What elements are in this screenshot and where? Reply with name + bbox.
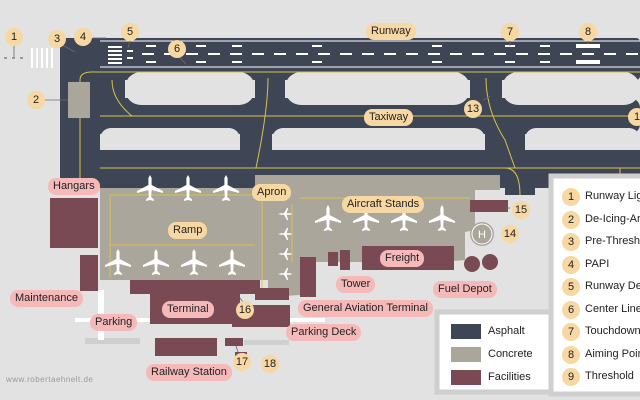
fuel-tank (464, 256, 480, 272)
grass-islands (100, 72, 640, 150)
approach-lights (4, 48, 53, 68)
parking-label: Parking (90, 314, 138, 331)
legend-number-badge: 9 (562, 368, 580, 386)
runway-edge-lines (100, 40, 640, 68)
kiosk-building (225, 338, 243, 346)
de-icing-area (68, 82, 90, 118)
legend-number-text: Runway Des (585, 280, 640, 292)
legend-number-badge: 5 (562, 278, 580, 296)
marker-15: 15 (512, 201, 530, 219)
legend-number-text: Runway Lig (585, 190, 640, 202)
ramp-label: Ramp (168, 222, 208, 239)
maintenance-label: Maintenance (10, 290, 83, 307)
marker-1: 1 (5, 28, 23, 46)
marker-16: 16 (236, 301, 254, 319)
small-facility-building (470, 200, 508, 212)
marker-4: 4 (74, 28, 92, 46)
legend-number-text: Touchdown (585, 325, 640, 337)
concrete-swatch (451, 347, 481, 362)
tower-building (328, 252, 338, 266)
legend-number-badge: 6 (562, 300, 580, 319)
marker-7: 7 (501, 23, 519, 41)
freight-label: Freight (380, 250, 425, 267)
credit-text: www.robertaehnelt.de (6, 375, 94, 384)
marker-edge-1: 1 (628, 108, 640, 126)
tower-building (340, 250, 350, 270)
fuel-tank (482, 254, 498, 270)
asphalt-swatch (451, 324, 481, 339)
hangar-building (50, 198, 98, 248)
marker-14: 14 (501, 225, 519, 243)
legend-number-text: Threshold (585, 370, 634, 382)
general-aviation-terminal-label: General Aviation Terminal (298, 300, 433, 317)
parking-deck-label: Parking Deck (286, 324, 362, 341)
legend-number-badge: 3 (562, 233, 580, 251)
general-aviation-terminal-building (300, 257, 316, 297)
marker-18: 18 (261, 355, 279, 373)
legend-number-badge: 1 (562, 188, 580, 206)
marker-8: 8 (579, 23, 597, 41)
marker-6: 6 (168, 40, 186, 58)
marker-13: 13 (464, 100, 482, 118)
hangars-label: Hangars (48, 178, 100, 195)
helipad-letter: H (478, 229, 486, 241)
terminal-label: Terminal (162, 301, 214, 318)
railway-station-building (155, 338, 217, 356)
apron-label: Apron (252, 184, 292, 201)
legend-number-badge: 8 (562, 345, 580, 364)
marker-17: 17 (233, 353, 251, 371)
legend-number-badge: 4 (562, 255, 580, 274)
taxiway-network (60, 38, 640, 200)
aircraft-stands-label: Aircraft Stands (342, 196, 425, 213)
maintenance-building (80, 255, 98, 291)
parking-lots (85, 338, 289, 345)
gate-building (255, 288, 289, 300)
tower-label: Tower (336, 276, 376, 293)
legend-number-text: De-Icing-Are (585, 212, 640, 225)
facilities-swatch (451, 370, 481, 385)
legend-number-badge: 7 (562, 323, 580, 341)
marker-3: 3 (48, 30, 66, 48)
marker-5: 5 (121, 23, 139, 41)
helipad: H (470, 222, 494, 246)
marker-2: 2 (27, 91, 45, 109)
legend-concrete-label: Concrete (488, 348, 533, 360)
legend-number-text: Center Line (585, 302, 640, 315)
legend-number-text: Pre-Thresho (585, 235, 640, 247)
legend-number-text: PAPI (585, 257, 610, 270)
touchdown-markings (146, 44, 600, 64)
legend-number-badge: 2 (562, 210, 580, 229)
legend-asphalt-label: Asphalt (488, 325, 525, 337)
railway-station-label: Railway Station (146, 364, 232, 381)
legend-facilities-label: Facilities (488, 371, 531, 383)
runway-label: Runway (366, 23, 416, 40)
fuel-depot-label: Fuel Depot (433, 281, 497, 298)
runway-center-line (142, 53, 638, 55)
taxiway-label: Taxiway (364, 109, 414, 126)
surface-legend-box (434, 309, 556, 395)
threshold-bars (108, 46, 133, 64)
legend-number-text: Aiming Poin (585, 347, 640, 360)
